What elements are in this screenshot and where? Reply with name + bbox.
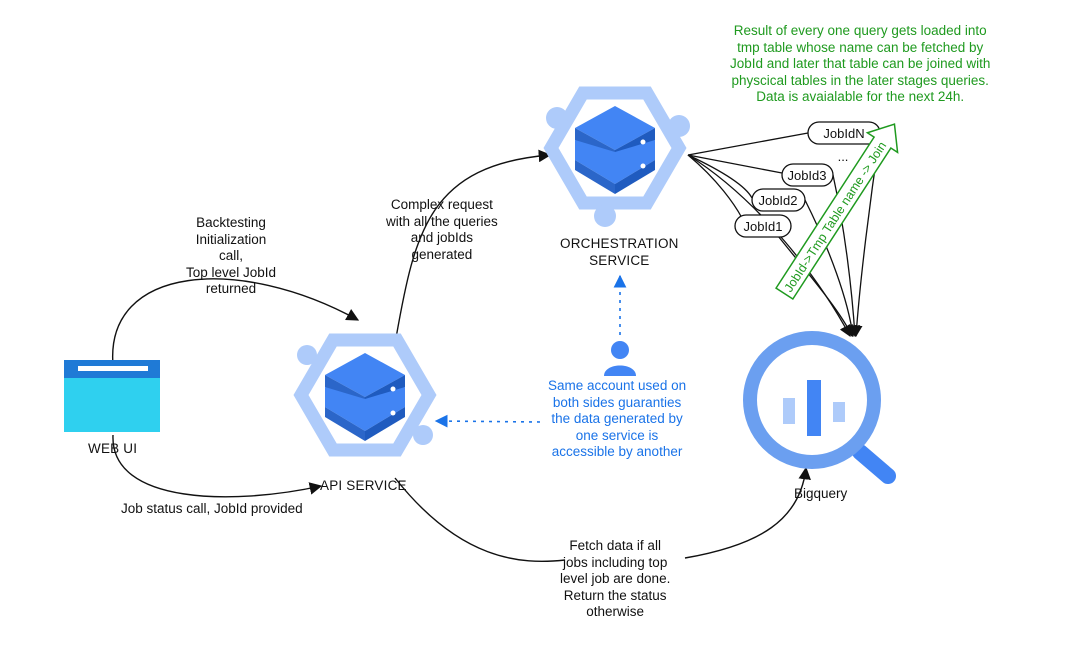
job-pills [734,121,881,238]
job-id-n: JobIdN [823,126,864,141]
edge-webui-status [112,434,323,498]
edge-webui-to-api [112,278,360,366]
init-call-label: Backtesting Initialization call, Top lev… [186,215,277,296]
job-labels: JobIdN ... JobId3 JobId2 JobId1 [743,126,864,234]
job-id-2: JobId2 [758,193,797,208]
job-id-3: JobId3 [787,168,826,183]
web-ui-icon [64,360,160,432]
web-ui-label: WEB UI [88,441,138,456]
user-account-icon [604,341,636,376]
bigquery-label: Bigquery [794,486,848,501]
bigquery-icon [743,331,896,484]
api-service-label: API SERVICE [320,478,407,493]
api-service-icon [293,333,437,457]
account-note: Same account used on both sides guaranti… [548,378,687,459]
orchestration-service-icon [543,86,690,227]
status-call-label: Job status call, JobId provided [121,501,303,516]
edge-api-to-bigquery [394,477,566,563]
complex-request-label: Complex request with all the queries and… [386,197,498,262]
connectors [112,149,811,563]
orchestration-service-label: ORCHESTRATION SERVICE [560,236,679,268]
account-arrows [434,274,627,428]
arrow-to-api [434,414,541,428]
edge-api-to-orchestration [395,149,552,339]
fetch-data-label: Fetch data if all jobs including top lev… [560,538,671,619]
job-id-1: JobId1 [743,219,782,234]
result-note: Result of every one query gets loaded in… [730,23,991,104]
job-dots: ... [838,149,849,164]
edge-fetch-to-bigquery [684,466,811,559]
